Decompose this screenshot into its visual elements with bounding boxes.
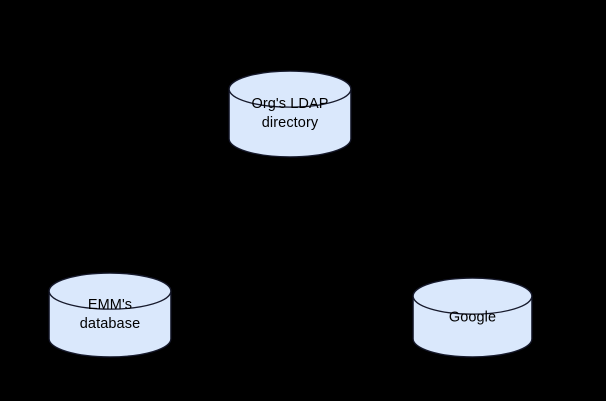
database-cylinder-icon <box>228 70 352 158</box>
database-cylinder-icon <box>48 272 172 358</box>
node-google[interactable]: Google <box>412 277 533 358</box>
node-emm-database[interactable]: EMM's database <box>48 272 172 358</box>
node-ldap-directory[interactable]: Org's LDAP directory <box>228 70 352 158</box>
database-cylinder-icon <box>412 277 533 358</box>
